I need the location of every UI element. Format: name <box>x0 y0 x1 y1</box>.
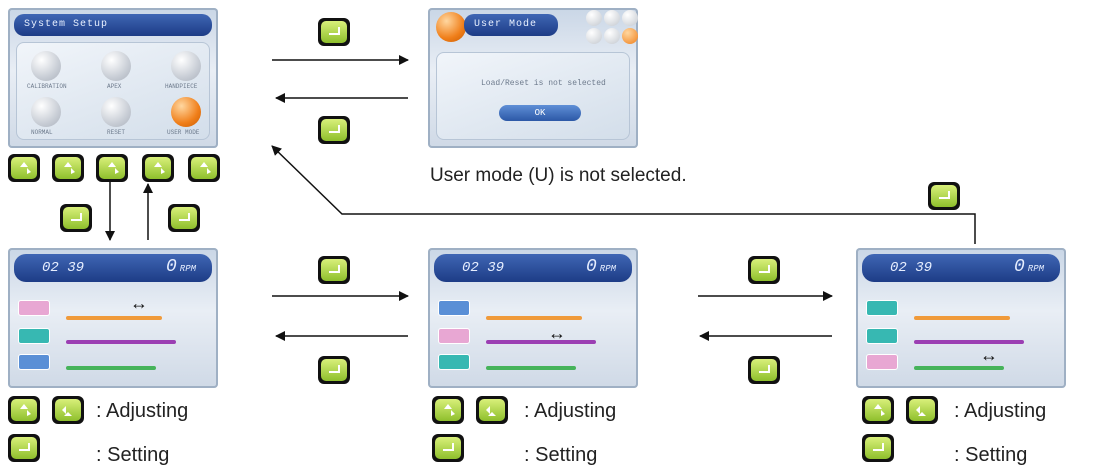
wave-green <box>66 366 156 370</box>
mode-chip <box>18 300 50 316</box>
legend-adjusting: : Adjusting <box>954 400 1047 422</box>
option-dot-icon <box>604 10 620 26</box>
enter-key[interactable] <box>318 256 350 284</box>
icon-label: USER MODE <box>167 129 200 136</box>
prog-chip <box>438 328 470 344</box>
double-arrow-icon: ↔ <box>980 345 998 365</box>
adjust-key[interactable] <box>142 154 174 182</box>
wave-purple <box>66 340 176 344</box>
enter-key[interactable] <box>928 182 960 210</box>
icon-label: HANDPIECE <box>165 83 198 90</box>
down-key[interactable] <box>52 396 84 424</box>
icon-label: CALIBRATION <box>27 83 67 90</box>
calibration-icon <box>31 51 61 81</box>
wave-purple <box>914 340 1024 344</box>
mode-chip <box>866 300 898 316</box>
wave-purple <box>486 340 596 344</box>
enter-key[interactable] <box>318 356 350 384</box>
icon-label: NORMAL <box>31 129 53 136</box>
enter-key[interactable] <box>748 256 780 284</box>
torq-chip <box>18 354 50 370</box>
user-mode-note: User mode (U) is not selected. <box>430 165 687 186</box>
system-setup-title: System Setup <box>14 14 212 36</box>
option-dot-icon <box>604 28 620 44</box>
wave-green <box>486 366 576 370</box>
prog-chip <box>866 328 898 344</box>
mode-chip <box>438 300 470 316</box>
user-mode-message: Load/Reset is not selected <box>481 79 606 88</box>
torq-chip <box>866 354 898 370</box>
rpm-unit: RPM <box>179 264 196 274</box>
option-dot-icon <box>622 10 638 26</box>
user-mode-screen: User Mode Load/Reset is not selected OK <box>428 8 638 148</box>
rpm-value: 0 <box>165 257 177 277</box>
icon-label: RESET <box>107 129 126 136</box>
rpm-value: 0 <box>585 257 597 277</box>
wave-orange <box>914 316 1010 320</box>
time-display: 02 39 <box>890 260 933 276</box>
option-dot-icon <box>586 28 602 44</box>
user-mode-panel: Load/Reset is not selected OK <box>436 52 630 140</box>
wave-orange <box>66 316 162 320</box>
double-arrow-icon: ↔ <box>548 323 566 343</box>
enter-key[interactable] <box>8 434 40 462</box>
adjust-key[interactable] <box>52 154 84 182</box>
arrow-s3-to-setup <box>271 145 976 244</box>
rpm-unit: RPM <box>599 264 616 274</box>
up-key[interactable] <box>8 396 40 424</box>
enter-key[interactable] <box>318 116 350 144</box>
down-key[interactable] <box>476 396 508 424</box>
wave-green <box>914 366 1004 370</box>
option-dot-icon <box>586 10 602 26</box>
double-arrow-icon: ↔ <box>130 293 148 313</box>
user-mode-icon <box>436 12 466 42</box>
normal-icon <box>31 97 61 127</box>
time-display: 02 39 <box>462 260 505 276</box>
user-mode-title: User Mode <box>464 14 558 36</box>
up-key[interactable] <box>432 396 464 424</box>
rpm-value: 0 <box>1013 257 1025 277</box>
enter-key[interactable] <box>862 434 894 462</box>
time-display: 02 39 <box>42 260 85 276</box>
adjust-key[interactable] <box>96 154 128 182</box>
legend-adjusting: : Adjusting <box>96 400 189 422</box>
down-key[interactable] <box>906 396 938 424</box>
legend-adjusting: : Adjusting <box>524 400 617 422</box>
enter-key[interactable] <box>60 204 92 232</box>
icon-label: APEX <box>107 83 122 90</box>
option-dot-icon <box>622 28 638 44</box>
legend-setting: : Setting <box>954 444 1028 466</box>
legend-setting: : Setting <box>524 444 598 466</box>
adjust-key[interactable] <box>188 154 220 182</box>
system-setup-screen: System Setup CALIBRATION APEX HANDPIECE … <box>8 8 218 148</box>
prog-chip <box>18 328 50 344</box>
enter-key[interactable] <box>748 356 780 384</box>
legend-setting: : Setting <box>96 444 170 466</box>
torq-chip <box>438 354 470 370</box>
up-key[interactable] <box>862 396 894 424</box>
adjust-key[interactable] <box>8 154 40 182</box>
rpm-unit: RPM <box>1027 264 1044 274</box>
enter-key[interactable] <box>432 434 464 462</box>
handpiece-icon <box>171 51 201 81</box>
enter-key[interactable] <box>318 18 350 46</box>
enter-key[interactable] <box>168 204 200 232</box>
ok-button[interactable]: OK <box>499 105 581 121</box>
wave-orange <box>486 316 582 320</box>
system-setup-panel: CALIBRATION APEX HANDPIECE NORMAL RESET … <box>16 42 210 140</box>
apex-icon <box>101 51 131 81</box>
reset-icon <box>101 97 131 127</box>
user-mode-icon <box>171 97 201 127</box>
